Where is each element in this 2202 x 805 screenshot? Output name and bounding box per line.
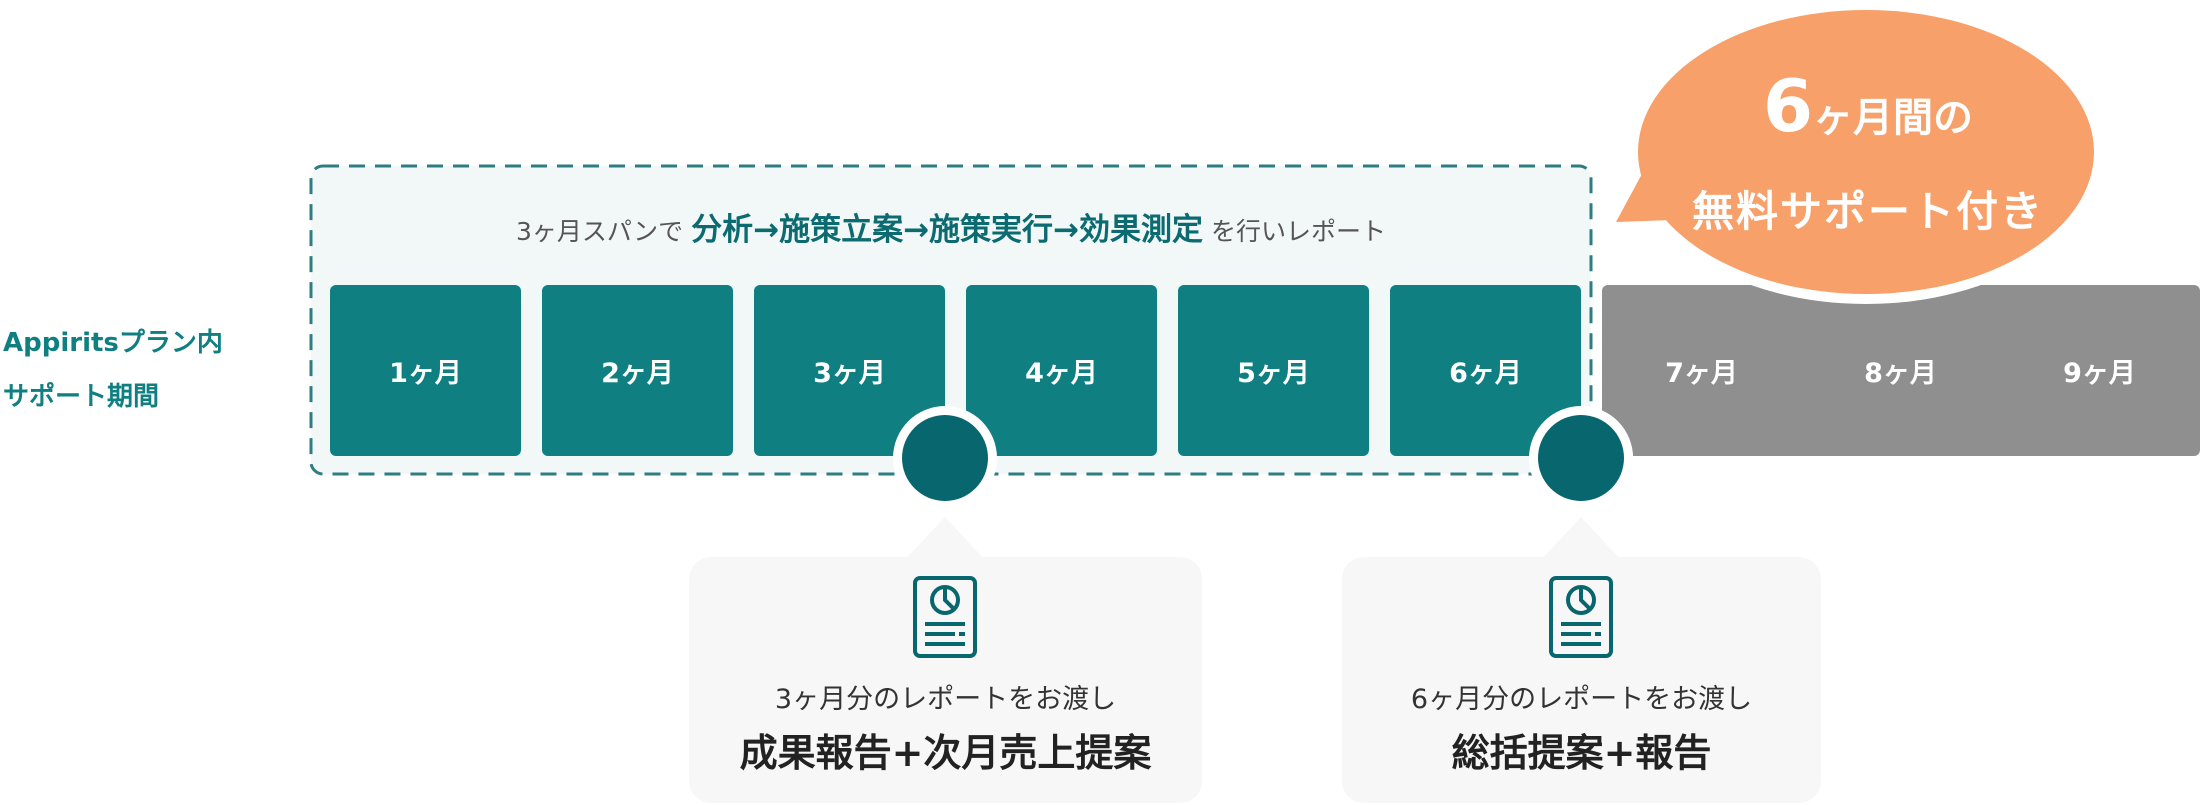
month-box-2: 2ヶ月 [542,285,733,456]
free-support-bar [1602,285,2200,456]
month-box-5: 5ヶ月 [1178,285,1369,456]
report-document-icon [913,576,977,658]
bubble-line1: 6ヶ月間の [1640,70,2096,142]
month-box-8: 8ヶ月 [1864,358,1937,389]
free-support-bubble [1616,0,2104,304]
report-callout-2 [1342,517,1821,803]
month-box-1: 1ヶ月 [330,285,521,456]
report-callout-1 [689,517,1202,803]
headline-steps: 分析→施策立案→施策実行→効果測定 [691,212,1204,248]
report-1-title: 成果報告+次月売上提案 [739,731,1152,775]
report-2-caption: 6ヶ月分のレポートをお渡し [1410,684,1753,715]
side-label-line1: Appiritsプラン内 [3,328,223,358]
bubble-line2: 無料サポート付き [1691,187,2044,236]
headline-prefix: 3ヶ月スパンで [515,217,684,246]
month-box-3: 3ヶ月 [754,285,945,456]
report-document-icon [1549,576,1613,658]
side-label-line2: サポート期間 [3,382,160,412]
month-box-7: 7ヶ月 [1665,358,1738,389]
report-2-title: 総括提案+報告 [1451,731,1712,775]
cycle-headline: 3ヶ月スパンで 分析→施策立案→施策実行→効果測定 を行いレポート [310,204,1592,249]
month-box-4: 4ヶ月 [966,285,1157,456]
month-box-9: 9ヶ月 [2063,358,2136,389]
bubble-line1-rest: ヶ月間の [1813,95,1974,141]
headline-suffix: を行いレポート [1211,217,1387,246]
month-box-6: 6ヶ月 [1390,285,1581,456]
bubble-number: 6 [1762,64,1814,148]
report-1-caption: 3ヶ月分のレポートをお渡し [774,684,1117,715]
